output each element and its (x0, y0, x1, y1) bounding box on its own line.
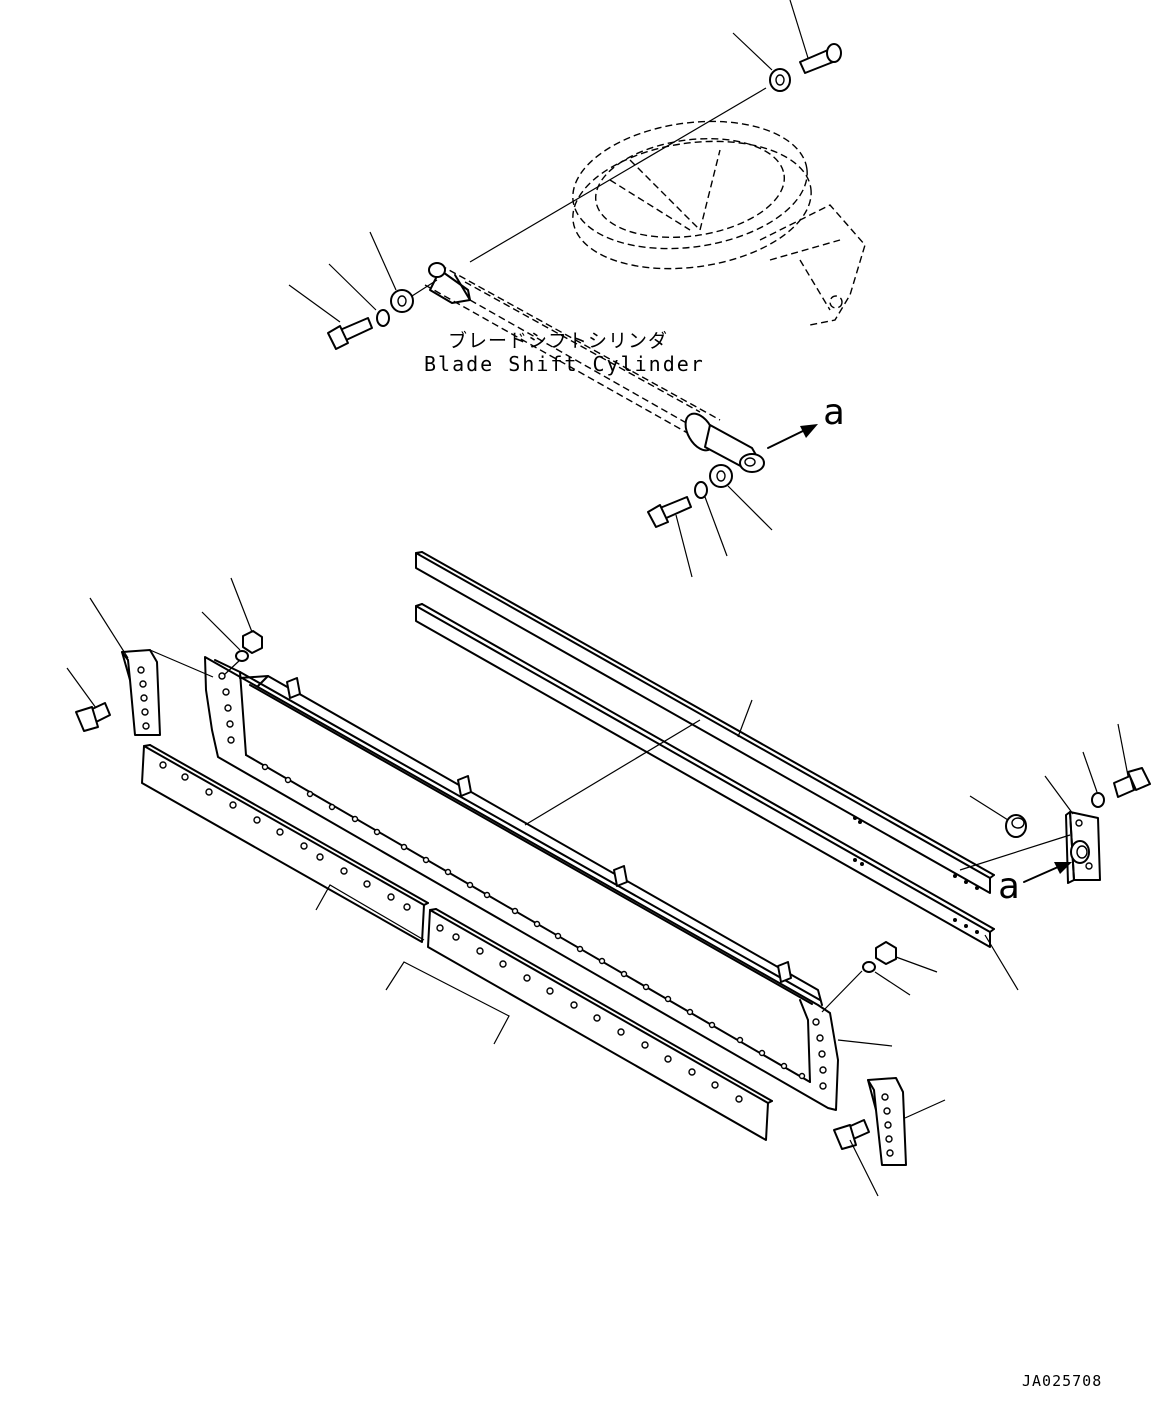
right-lock-washer (694, 481, 708, 499)
end-bit-washer-left (235, 650, 249, 662)
wear-strip-lower (415, 603, 995, 948)
end-bit-bolt-left (75, 702, 111, 732)
blade-moldboard (204, 656, 839, 1111)
blade-shift-cylinder (424, 262, 765, 473)
end-bit-right (867, 1077, 907, 1166)
reference-arrow-top (767, 424, 818, 449)
top-bushing (769, 68, 791, 92)
drawing-id: JA025708 (1022, 1372, 1103, 1390)
reference-arrow-bottom (1023, 862, 1072, 883)
end-bit-nut-right (875, 941, 897, 965)
plate-pin-cap (1005, 814, 1027, 838)
left-lock-washer (376, 309, 390, 327)
end-bit-nut-left (242, 630, 263, 654)
left-cylinder-bushing (390, 289, 414, 313)
reference-arrow-bottom-label: a (998, 866, 1022, 907)
circle-frame-phantom (572, 120, 866, 326)
end-bit-bolt-right (833, 1119, 870, 1150)
cylinder-label-en: Blade Shift Cylinder (424, 352, 705, 376)
top-pin-bolt (799, 43, 842, 74)
right-cylinder-bushing (709, 464, 733, 488)
wear-strip-upper (415, 551, 995, 894)
reference-arrow-top-label: a (823, 392, 847, 433)
right-cylinder-bolt (647, 496, 692, 528)
end-bit-left (121, 649, 161, 736)
end-bit-washer-right (862, 961, 876, 973)
left-cylinder-bolt (327, 317, 373, 350)
plate-bolt (1113, 767, 1151, 798)
plate-washer (1091, 792, 1105, 808)
cylinder-mount-plate (1065, 811, 1101, 884)
cutting-edge-left (141, 744, 429, 943)
cylinder-label-jp: ブレードシフトシリンダ (448, 330, 669, 352)
cutting-edge-right (427, 908, 773, 1141)
